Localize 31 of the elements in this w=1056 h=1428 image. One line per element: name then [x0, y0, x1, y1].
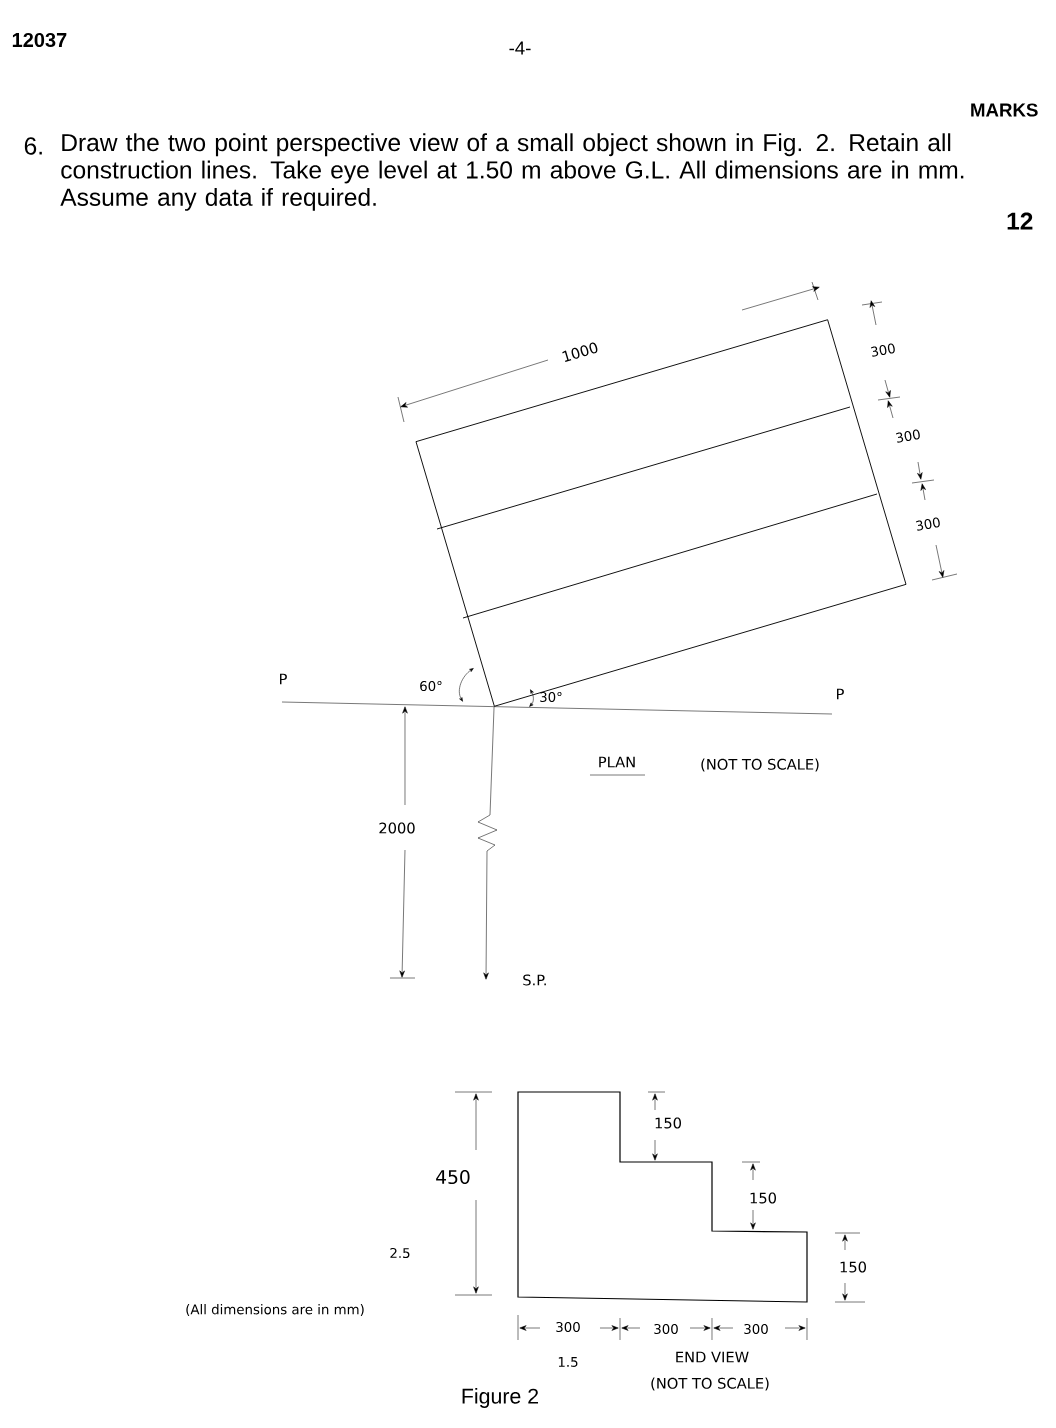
- dimension-label: 300: [895, 429, 920, 443]
- note: (All dimensions are in mm): [186, 1304, 364, 1316]
- figure-caption: Figure 2: [462, 1388, 539, 1408]
- dimension-label: 150: [655, 1117, 681, 1129]
- dimension-label: 150: [750, 1192, 776, 1204]
- marks-value: 12: [1007, 212, 1033, 230]
- dimension-label: 150: [840, 1261, 866, 1273]
- dimension-label: 300: [556, 1321, 580, 1333]
- dimension-label: 300: [744, 1323, 768, 1335]
- pencil-note: 1.5: [558, 1357, 578, 1367]
- page-number: -4-: [509, 41, 531, 55]
- heading: MARKS: [971, 103, 1038, 117]
- point-label: P: [280, 673, 287, 685]
- dimension-label: 1000: [562, 342, 598, 362]
- page-number: 12037: [12, 32, 67, 48]
- dimension-label: 2000: [379, 822, 415, 834]
- note: (NOT TO SCALE): [701, 758, 819, 772]
- dimension-label: 300: [870, 343, 895, 357]
- angle-label: 60°: [420, 680, 442, 692]
- dimension-label: 300: [654, 1323, 678, 1335]
- angle-label: 30°: [540, 691, 562, 703]
- dimension-label: 450: [436, 1169, 470, 1185]
- note: (NOT TO SCALE): [651, 1377, 769, 1391]
- view-title: PLAN: [599, 756, 635, 768]
- station-point-label: S.P.: [523, 974, 546, 986]
- point-label: P: [837, 688, 844, 700]
- construction-line: [477, 706, 498, 980]
- view-title: END VIEW: [676, 1351, 749, 1363]
- question-text: Draw the two point perspective view of a small object shown in Fig. 2. Retain all construction lines. Take eye level at 1.50 m above G.L. All dimensions are in mm. Assume any data if required.: [60, 133, 964, 211]
- question-number: 6.: [24, 137, 42, 155]
- pencil-note: 2.5: [390, 1247, 410, 1259]
